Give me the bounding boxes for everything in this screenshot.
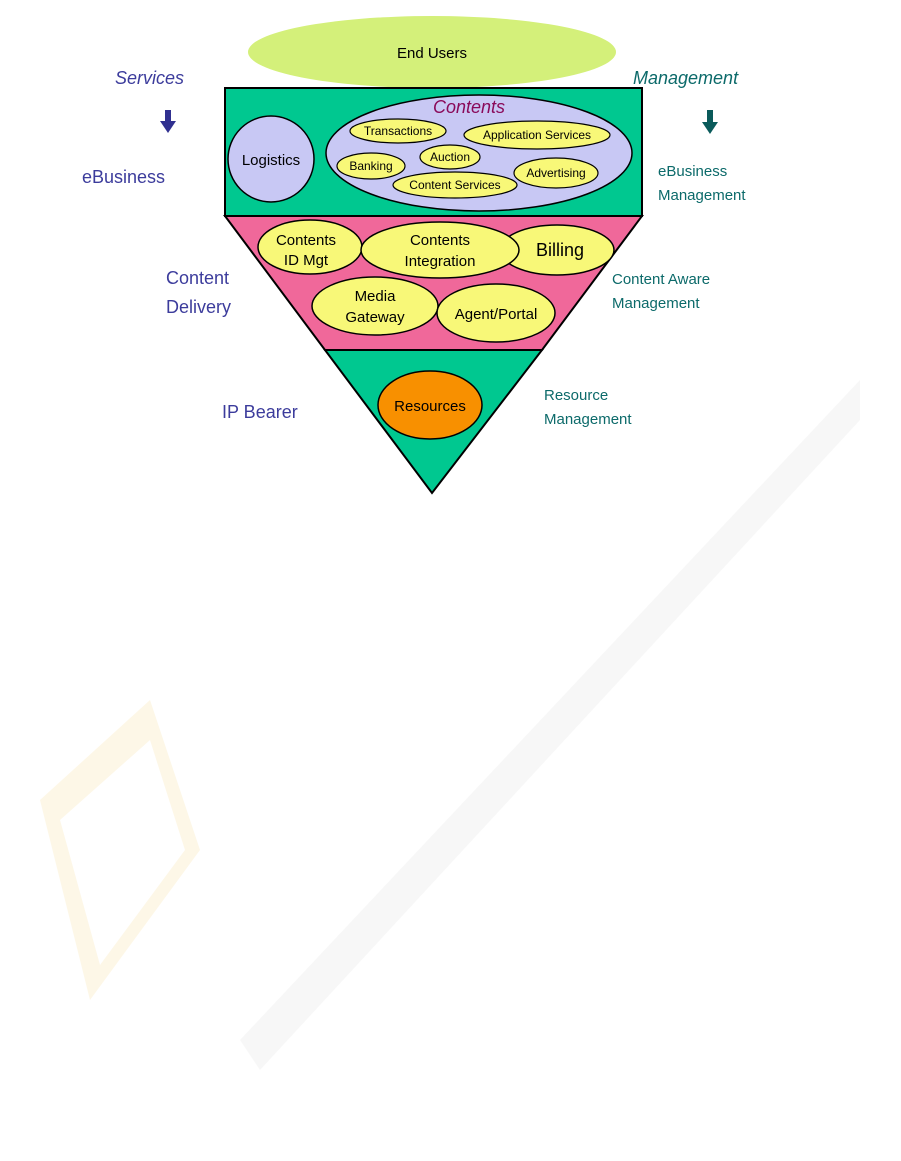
ip-bearer-label: IP Bearer — [222, 402, 298, 422]
ebusiness-label: eBusiness — [82, 167, 165, 187]
content-aware-management-label-line1: Content Aware — [612, 271, 710, 288]
management-label: Management — [633, 68, 739, 88]
contents-integration-label-line2: Integration — [405, 253, 476, 270]
resource-management-label-line2: Management — [544, 411, 632, 428]
resources-node — [377, 370, 483, 440]
application-services-node — [463, 120, 611, 150]
ebusiness-management-label-line1: eBusiness — [658, 163, 727, 180]
media-gateway-label-line1: Media — [355, 288, 397, 305]
advertising-node — [513, 157, 599, 189]
management-down-arrow-icon — [702, 110, 718, 134]
end-users-node — [248, 16, 616, 88]
transactions-node — [349, 118, 447, 144]
auction-label: Auction — [430, 150, 470, 164]
services-down-arrow-icon — [160, 110, 176, 133]
content-services-node — [392, 171, 518, 199]
contents-id-mgt-label-line1: Contents — [276, 232, 336, 249]
advertising-label: Advertising — [526, 166, 585, 180]
end-users-label: End Users — [397, 45, 467, 62]
logistics-label: Logistics — [242, 152, 300, 169]
media-gateway-node — [311, 276, 439, 336]
banking-node — [336, 152, 406, 180]
content-aware-management-label-line2: Management — [612, 295, 700, 312]
banking-label: Banking — [349, 159, 392, 173]
application-services-label: Application Services — [483, 128, 591, 142]
ebusiness-management-label-line2: Management — [658, 187, 746, 204]
resource-management-label-line1: Resource — [544, 387, 608, 404]
services-label: Services — [115, 68, 184, 88]
content-delivery-label-line1: Content — [166, 268, 229, 288]
contents-id-mgt-label-line2: ID Mgt — [284, 252, 329, 269]
agent-portal-label: Agent/Portal — [455, 306, 538, 323]
content-delivery-label-line2: Delivery — [166, 297, 231, 317]
content-services-label: Content Services — [409, 178, 500, 192]
transactions-label: Transactions — [364, 124, 432, 138]
billing-label: Billing — [536, 240, 584, 260]
auction-node — [419, 144, 481, 170]
contents-integration-label-line1: Contents — [410, 232, 470, 249]
watermark-logo — [40, 380, 860, 1070]
resources-label: Resources — [394, 398, 466, 415]
agent-portal-node — [436, 283, 556, 343]
logistics-node — [227, 115, 315, 203]
contents-integration-node — [360, 221, 520, 279]
contents-title: Contents — [433, 97, 505, 117]
media-gateway-label-line2: Gateway — [345, 309, 405, 326]
